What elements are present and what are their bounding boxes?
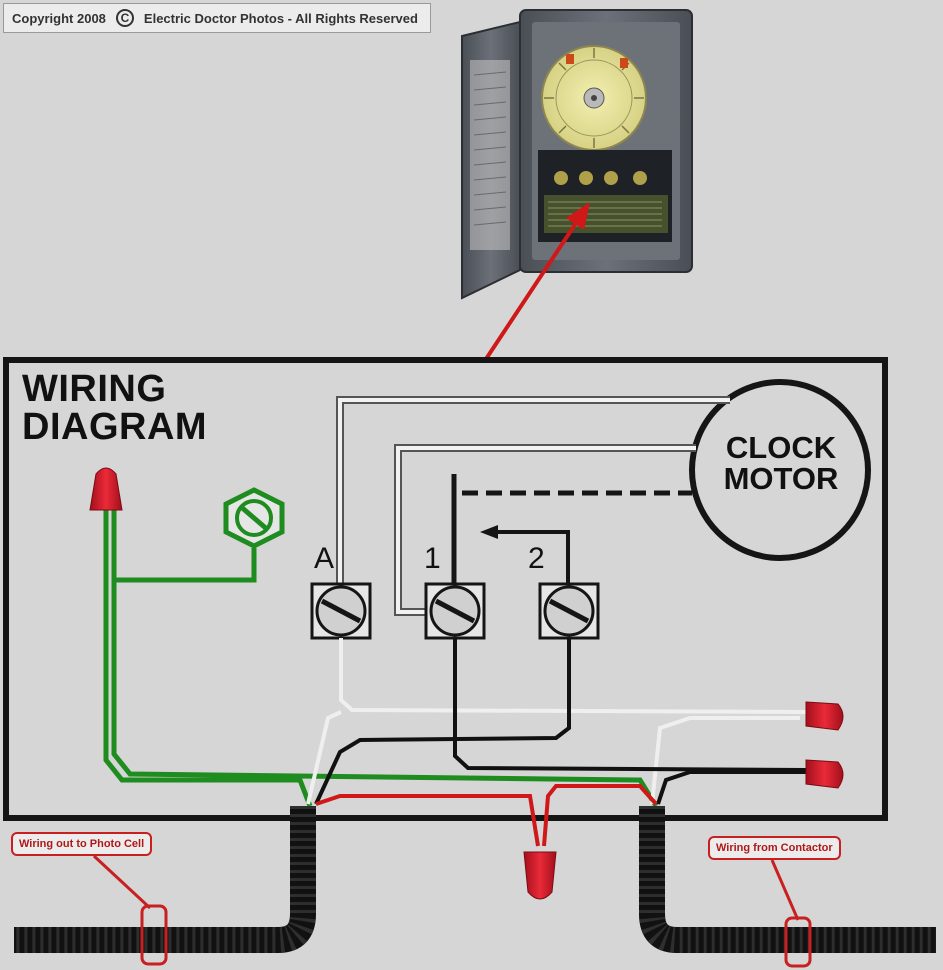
clock-motor-label-line-1: CLOCK [725,430,837,465]
wire-nut-top-left [89,467,123,511]
ground-wire [103,508,659,808]
copyright-year: Copyright 2008 [12,10,106,26]
terminal-label-2: 2 [528,542,545,575]
clock-motor-label-line-2: MOTOR [723,461,839,496]
diagram-frame [3,357,888,821]
line-wires [314,638,807,805]
terminal-a [310,582,372,640]
clock-motor-label: CLOCK MOTOR [690,432,872,494]
conduit-contactor [639,806,936,953]
terminal-1 [424,582,486,640]
hot-wire [315,784,658,847]
copyright-banner: Copyright 2008 C Electric Doctor Photos … [3,3,431,33]
switch-contact-2 [480,525,570,594]
terminal-label-a: A [314,542,335,575]
wire-nut-bottom [523,851,557,900]
motor-wire-white [336,396,730,596]
ground-screw [223,487,285,549]
terminal-2 [538,582,600,640]
diagram-title: WIRING DIAGRAM [22,370,207,446]
pointer-arrow [482,202,590,364]
diagram-title-line-1: WIRING [22,368,167,410]
terminal-label-1: 1 [424,542,441,575]
timer-box-photo [461,9,693,300]
clock-motor-circle [689,379,871,561]
callout-photo-cell: Wiring out to Photo Cell [11,832,153,856]
neutral-wires [306,638,807,805]
callout-contactor: Wiring from Contactor [708,836,841,860]
motor-wire-to-terminal-1 [394,444,696,616]
photo-cell-leader [92,854,168,966]
contactor-leader [770,859,812,968]
copyright-owner: Electric Doctor Photos - All Rights Rese… [143,10,418,26]
wire-nut-neutral [805,701,844,731]
conduit-photo-cell [14,806,316,953]
copyright-icon: C [115,9,134,27]
wire-nut-line [805,759,844,789]
diagram-title-line-2: DIAGRAM [22,406,208,448]
